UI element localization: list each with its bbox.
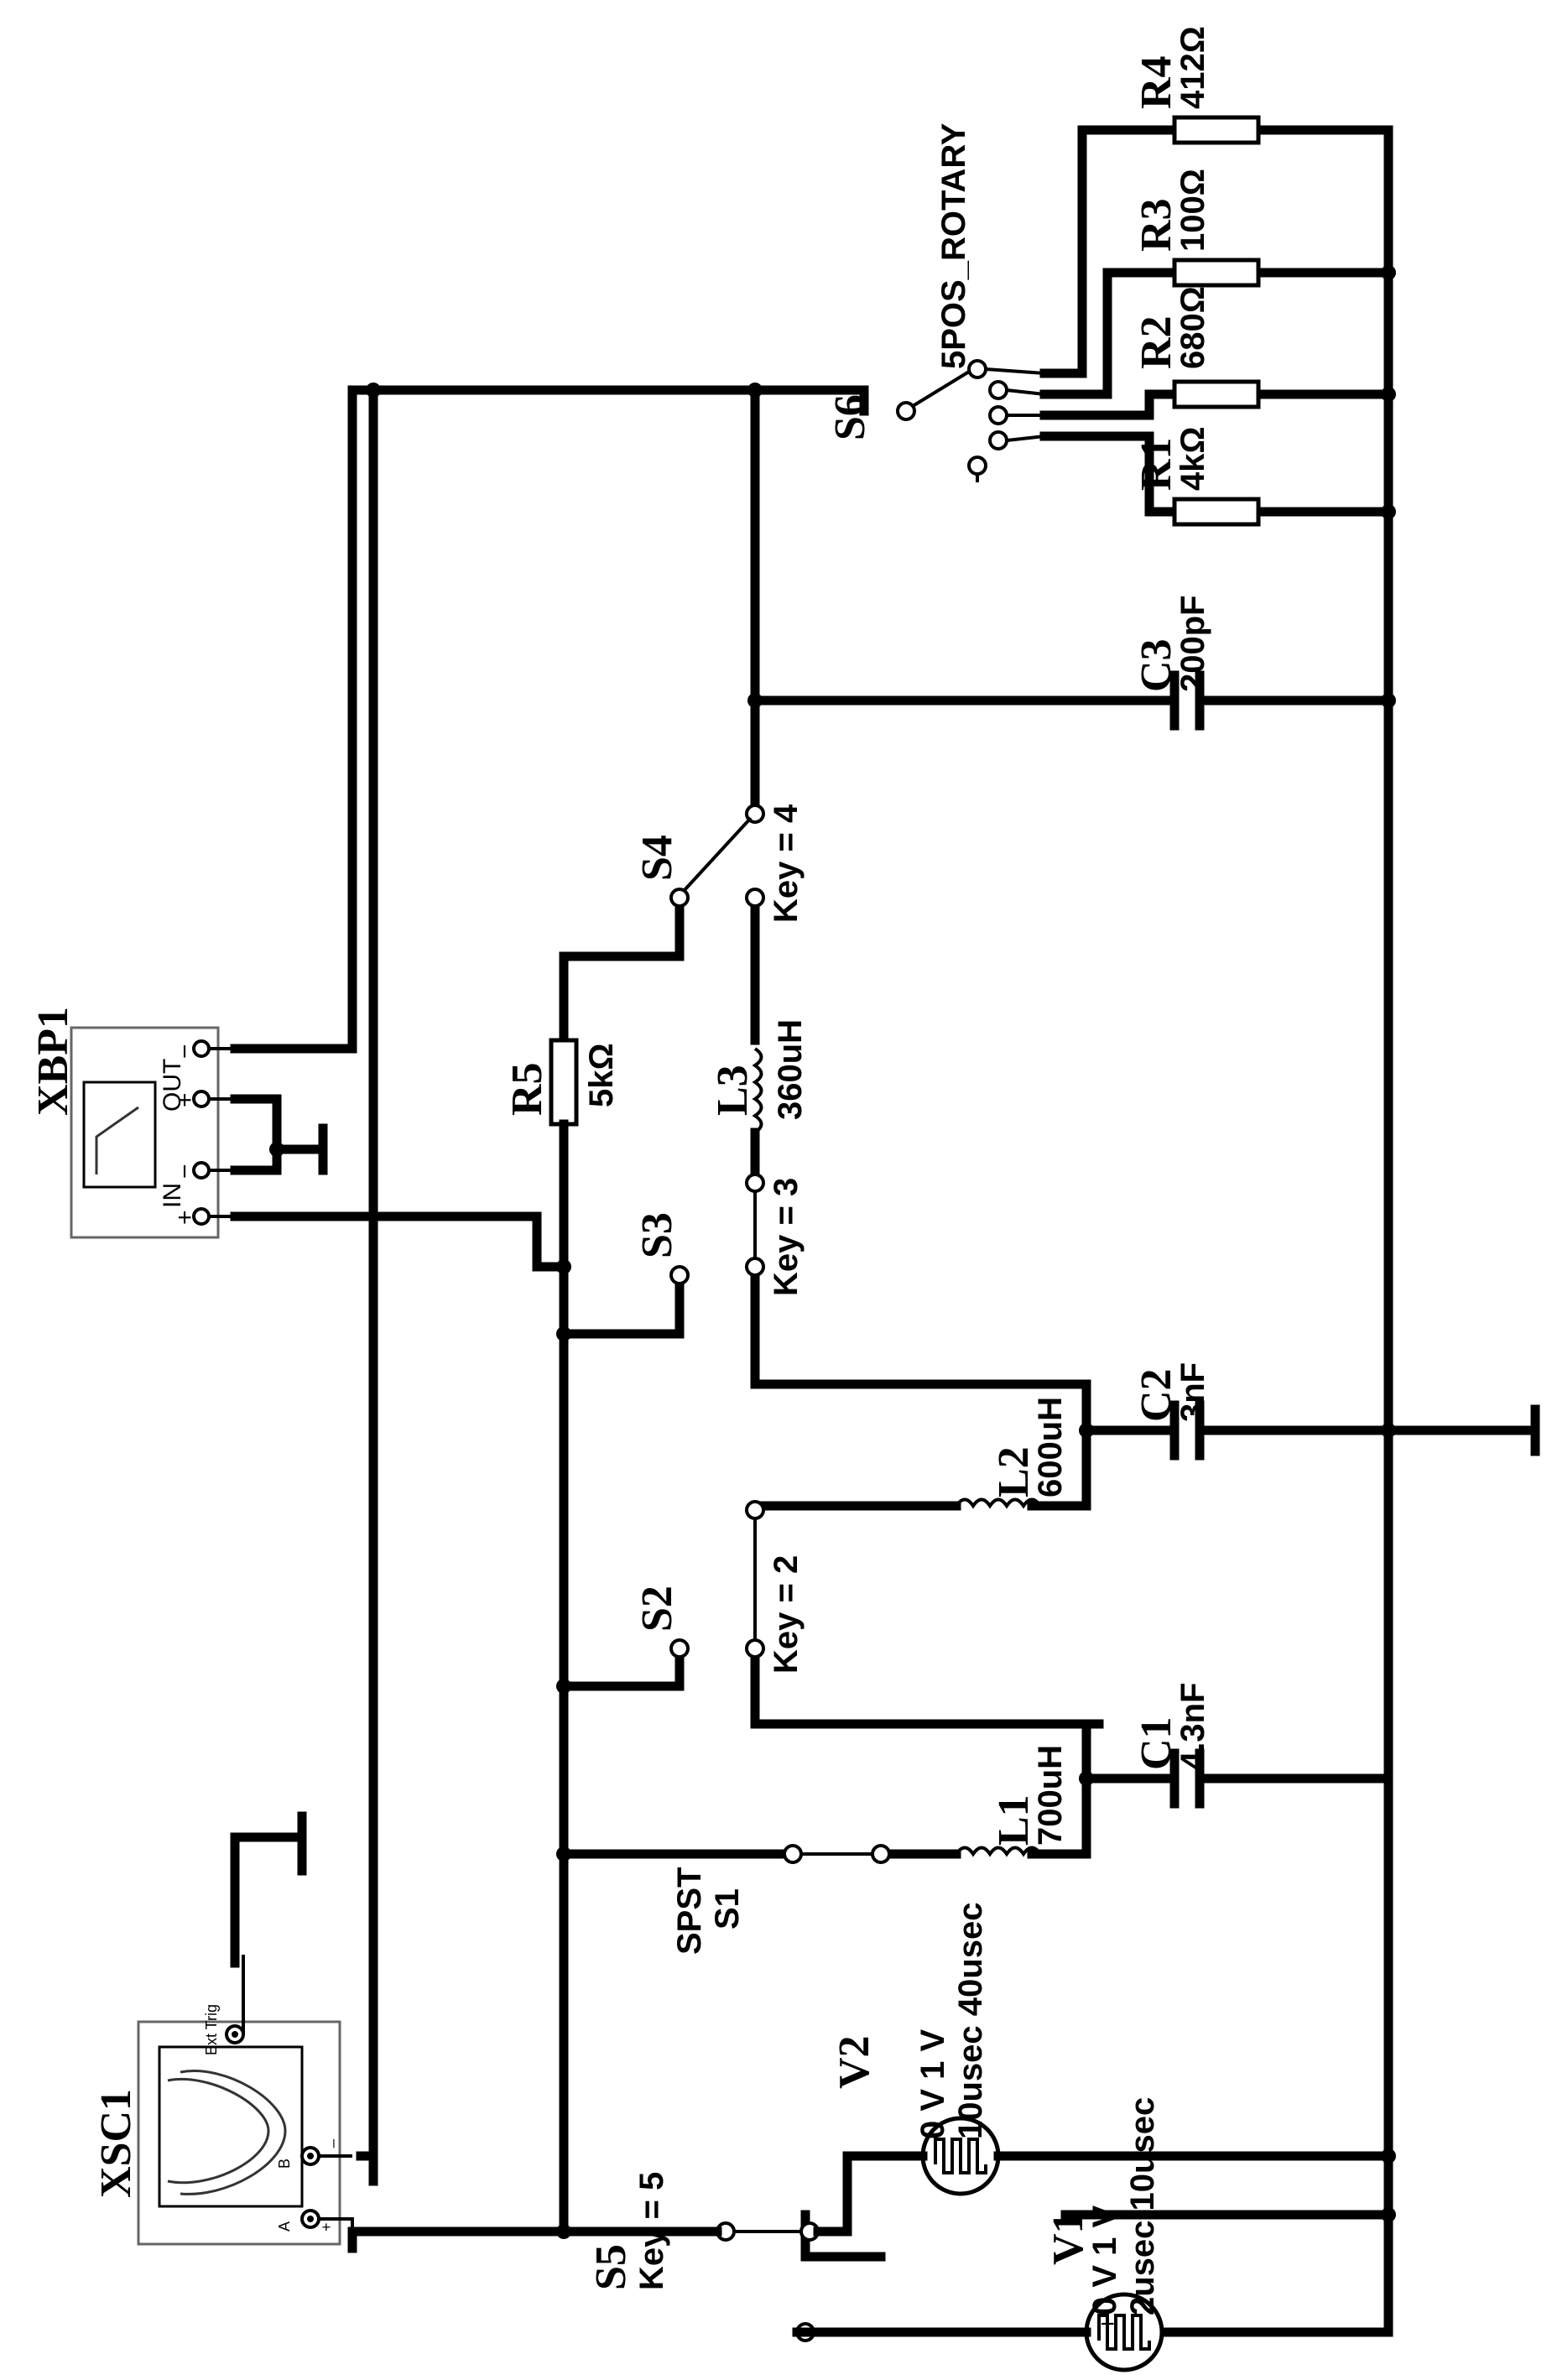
resistor-r5[interactable] [549, 1038, 579, 1146]
inductor-l3-value-label: 360uH [772, 1019, 809, 1120]
resistor-r1[interactable] [1172, 497, 1261, 527]
capacitor-c1-value-label: 4.3nF [1174, 1683, 1211, 1770]
resistor-r3-ref-label: R3 [1133, 198, 1180, 252]
switch-s3-ref-label: S3 [633, 1212, 681, 1258]
bode-plotter-in-minus-label: − [171, 1164, 199, 1179]
oscilloscope-ref-label: XSC1 [92, 2089, 140, 2198]
oscilloscope-xsc1[interactable] [137, 1955, 378, 2248]
switch-s1-type-label: SPST [671, 1867, 708, 1955]
switch-s4-ref-label: S4 [633, 835, 681, 881]
resistor-r4[interactable] [1172, 115, 1261, 145]
switch-s6-type-label: 5POS_ROTARY [935, 122, 972, 369]
source-v2[interactable] [876, 2116, 1070, 2196]
oscilloscope-minus-label: _ [318, 2138, 336, 2148]
capacitor-c1[interactable] [1161, 1748, 1263, 1809]
switch-s3[interactable] [669, 1173, 765, 1285]
resistor-r4-ref-label: R4 [1133, 55, 1180, 109]
port-b-terminal[interactable] [300, 2146, 320, 2166]
switch-s3-key-label: Key = 3 [768, 1178, 805, 1296]
source-v2-ref-label: V2 [831, 2035, 878, 2089]
inductor-l1-value-label: 700uH [1032, 1745, 1069, 1846]
resistor-r2[interactable] [1172, 379, 1261, 409]
capacitor-c2-ref-label: C2 [1133, 1368, 1180, 1422]
capacitor-c3-value-label: 200pF [1174, 595, 1211, 692]
bode-plotter-xbp1[interactable] [70, 1026, 235, 1239]
switch-s2-key-label: Key = 2 [768, 1555, 805, 1674]
inductor-l2[interactable] [955, 1497, 1042, 1509]
oscilloscope-ext-trig-label: Ext Trig [203, 2004, 220, 2055]
capacitor-c2-value-label: 3nF [1174, 1362, 1211, 1422]
bode-plotter-in-plus-label: + [171, 1210, 199, 1225]
oscilloscope-port-a-label: A [276, 2221, 293, 2232]
capacitor-c3-ref-label: C3 [1133, 638, 1180, 692]
resistor-r1-ref-label: R1 [1133, 437, 1180, 491]
inductor-l2-value-label: 600uH [1032, 1397, 1069, 1497]
bode-plotter-out-label: OUT [159, 1059, 186, 1112]
oscilloscope-port-b-label: B [276, 2159, 293, 2169]
resistor-r5-ref-label: R5 [503, 1062, 551, 1116]
bode-plotter-ref-label: XBP1 [29, 1007, 77, 1116]
source-v1-timing-label: 2usec 10usec [1124, 2097, 1161, 2315]
switch-s1[interactable] [783, 1844, 891, 1864]
capacitor-c3[interactable] [1169, 670, 1263, 731]
switch-s5[interactable] [679, 2221, 846, 2342]
ext-trig-terminal[interactable] [225, 2024, 245, 2044]
inductor-l1-ref-label: L1 [990, 1794, 1038, 1846]
bode-plotter-out-minus-label: − [171, 1044, 199, 1059]
source-v2-value-label: 0 V 1 V [914, 2028, 951, 2139]
switch-s6-rotary[interactable] [859, 359, 1045, 482]
switch-s5-ref-label: S5 [587, 2244, 635, 2290]
source-v2-timing-label: 10usec 40usec [952, 1903, 989, 2139]
resistor-r3-value-label: 100Ω [1174, 169, 1211, 252]
capacitor-c2[interactable] [1169, 1400, 1263, 1461]
resistor-r2-value-label: 680Ω [1174, 286, 1211, 369]
ground-symbol [230, 1123, 1540, 1876]
inductor-l3-ref-label: L3 [709, 1065, 757, 1116]
resistor-r4-value-label: 412Ω [1174, 26, 1211, 109]
capacitor-c1-ref-label: C1 [1133, 1716, 1180, 1770]
port-a-terminal[interactable] [300, 2209, 320, 2229]
switch-s2[interactable] [669, 1500, 765, 1659]
inductor-l2-ref-label: L2 [990, 1446, 1038, 1497]
bode-plotter-in-label: IN [159, 1183, 186, 1208]
source-v1-value-label: 0 V 1 V [1086, 2205, 1123, 2315]
scope-ground-symbol [230, 1811, 307, 1968]
inductor-l3[interactable] [752, 1047, 763, 1134]
svg-text:+: + [1094, 2316, 1122, 2331]
switch-s5-key-label: Key = 5 [633, 2172, 670, 2290]
switch-s4[interactable] [669, 804, 765, 908]
wires [230, 125, 1540, 2337]
oscilloscope-plus-label: + [318, 2222, 335, 2232]
switch-s1-ref-label: S1 [709, 1888, 746, 1930]
switch-s4-key-label: Key = 4 [768, 804, 805, 923]
junctions [269, 265, 1396, 2239]
resistor-r2-ref-label: R2 [1133, 315, 1180, 369]
bode-plotter-out-plus-label: + [171, 1092, 199, 1107]
inductor-l1[interactable] [955, 1846, 1042, 1857]
resistor-r5-value-label: 5kΩ [583, 1043, 620, 1107]
resistor-r3[interactable] [1172, 258, 1261, 288]
source-v1-ref-label: V1 [1044, 2211, 1092, 2265]
resistor-r1-value-label: 4kΩ [1174, 426, 1211, 491]
switch-s2-ref-label: S2 [633, 1586, 681, 1632]
switch-s6-ref-label: S6 [826, 394, 874, 440]
